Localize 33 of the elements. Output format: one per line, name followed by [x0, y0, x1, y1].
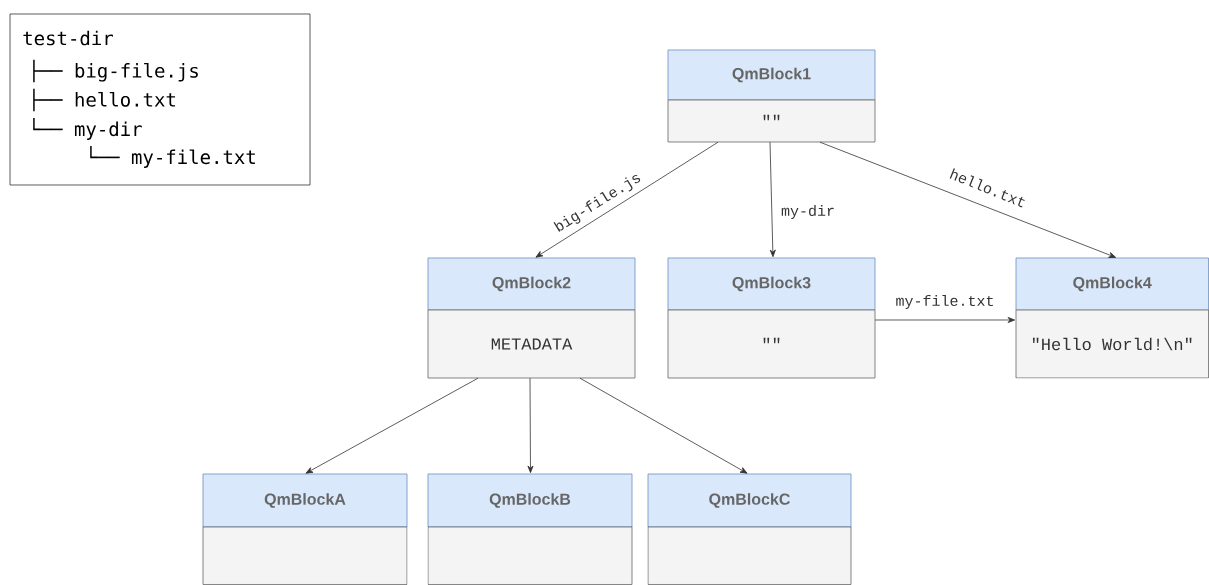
tree-entry: test-dir [23, 30, 113, 46]
tree-entry: ├── hello.txt [33, 88, 176, 112]
block-title: QmBlock4 [1073, 276, 1152, 292]
arrow [579, 377, 748, 474]
block [427, 473, 633, 585]
tree-entry: └── my-dir [33, 118, 142, 140]
tree-entry: ├── big-file.js [33, 59, 198, 83]
arrow [535, 141, 719, 258]
block-title: QmBlockA [264, 493, 346, 508]
block-content: "" [763, 114, 780, 121]
file-tree-box [9, 13, 311, 186]
block [202, 473, 408, 585]
block-title: QmBlockC [709, 493, 790, 508]
block-content: "Hello World!\n" [1032, 337, 1192, 351]
arrow [527, 377, 534, 474]
tree-entry: └── my-file.txt [90, 146, 255, 168]
arrow [769, 141, 776, 258]
block-content: "" [763, 337, 780, 344]
block [1015, 257, 1209, 379]
block-content: METADATA [491, 338, 573, 350]
arrow [305, 377, 479, 474]
block-title: QmBlock2 [492, 276, 571, 292]
block-title: QmBlock3 [732, 276, 811, 292]
block [667, 49, 876, 143]
block-title: QmBlockB [489, 493, 571, 508]
edge-label: my-dir [780, 204, 836, 220]
arrow [819, 141, 1117, 258]
block [667, 257, 876, 379]
block [647, 473, 852, 585]
block [427, 257, 636, 379]
arrow [874, 317, 1016, 323]
edge-label: my-file.txt [894, 294, 996, 310]
block-title: QmBlock1 [732, 67, 811, 83]
